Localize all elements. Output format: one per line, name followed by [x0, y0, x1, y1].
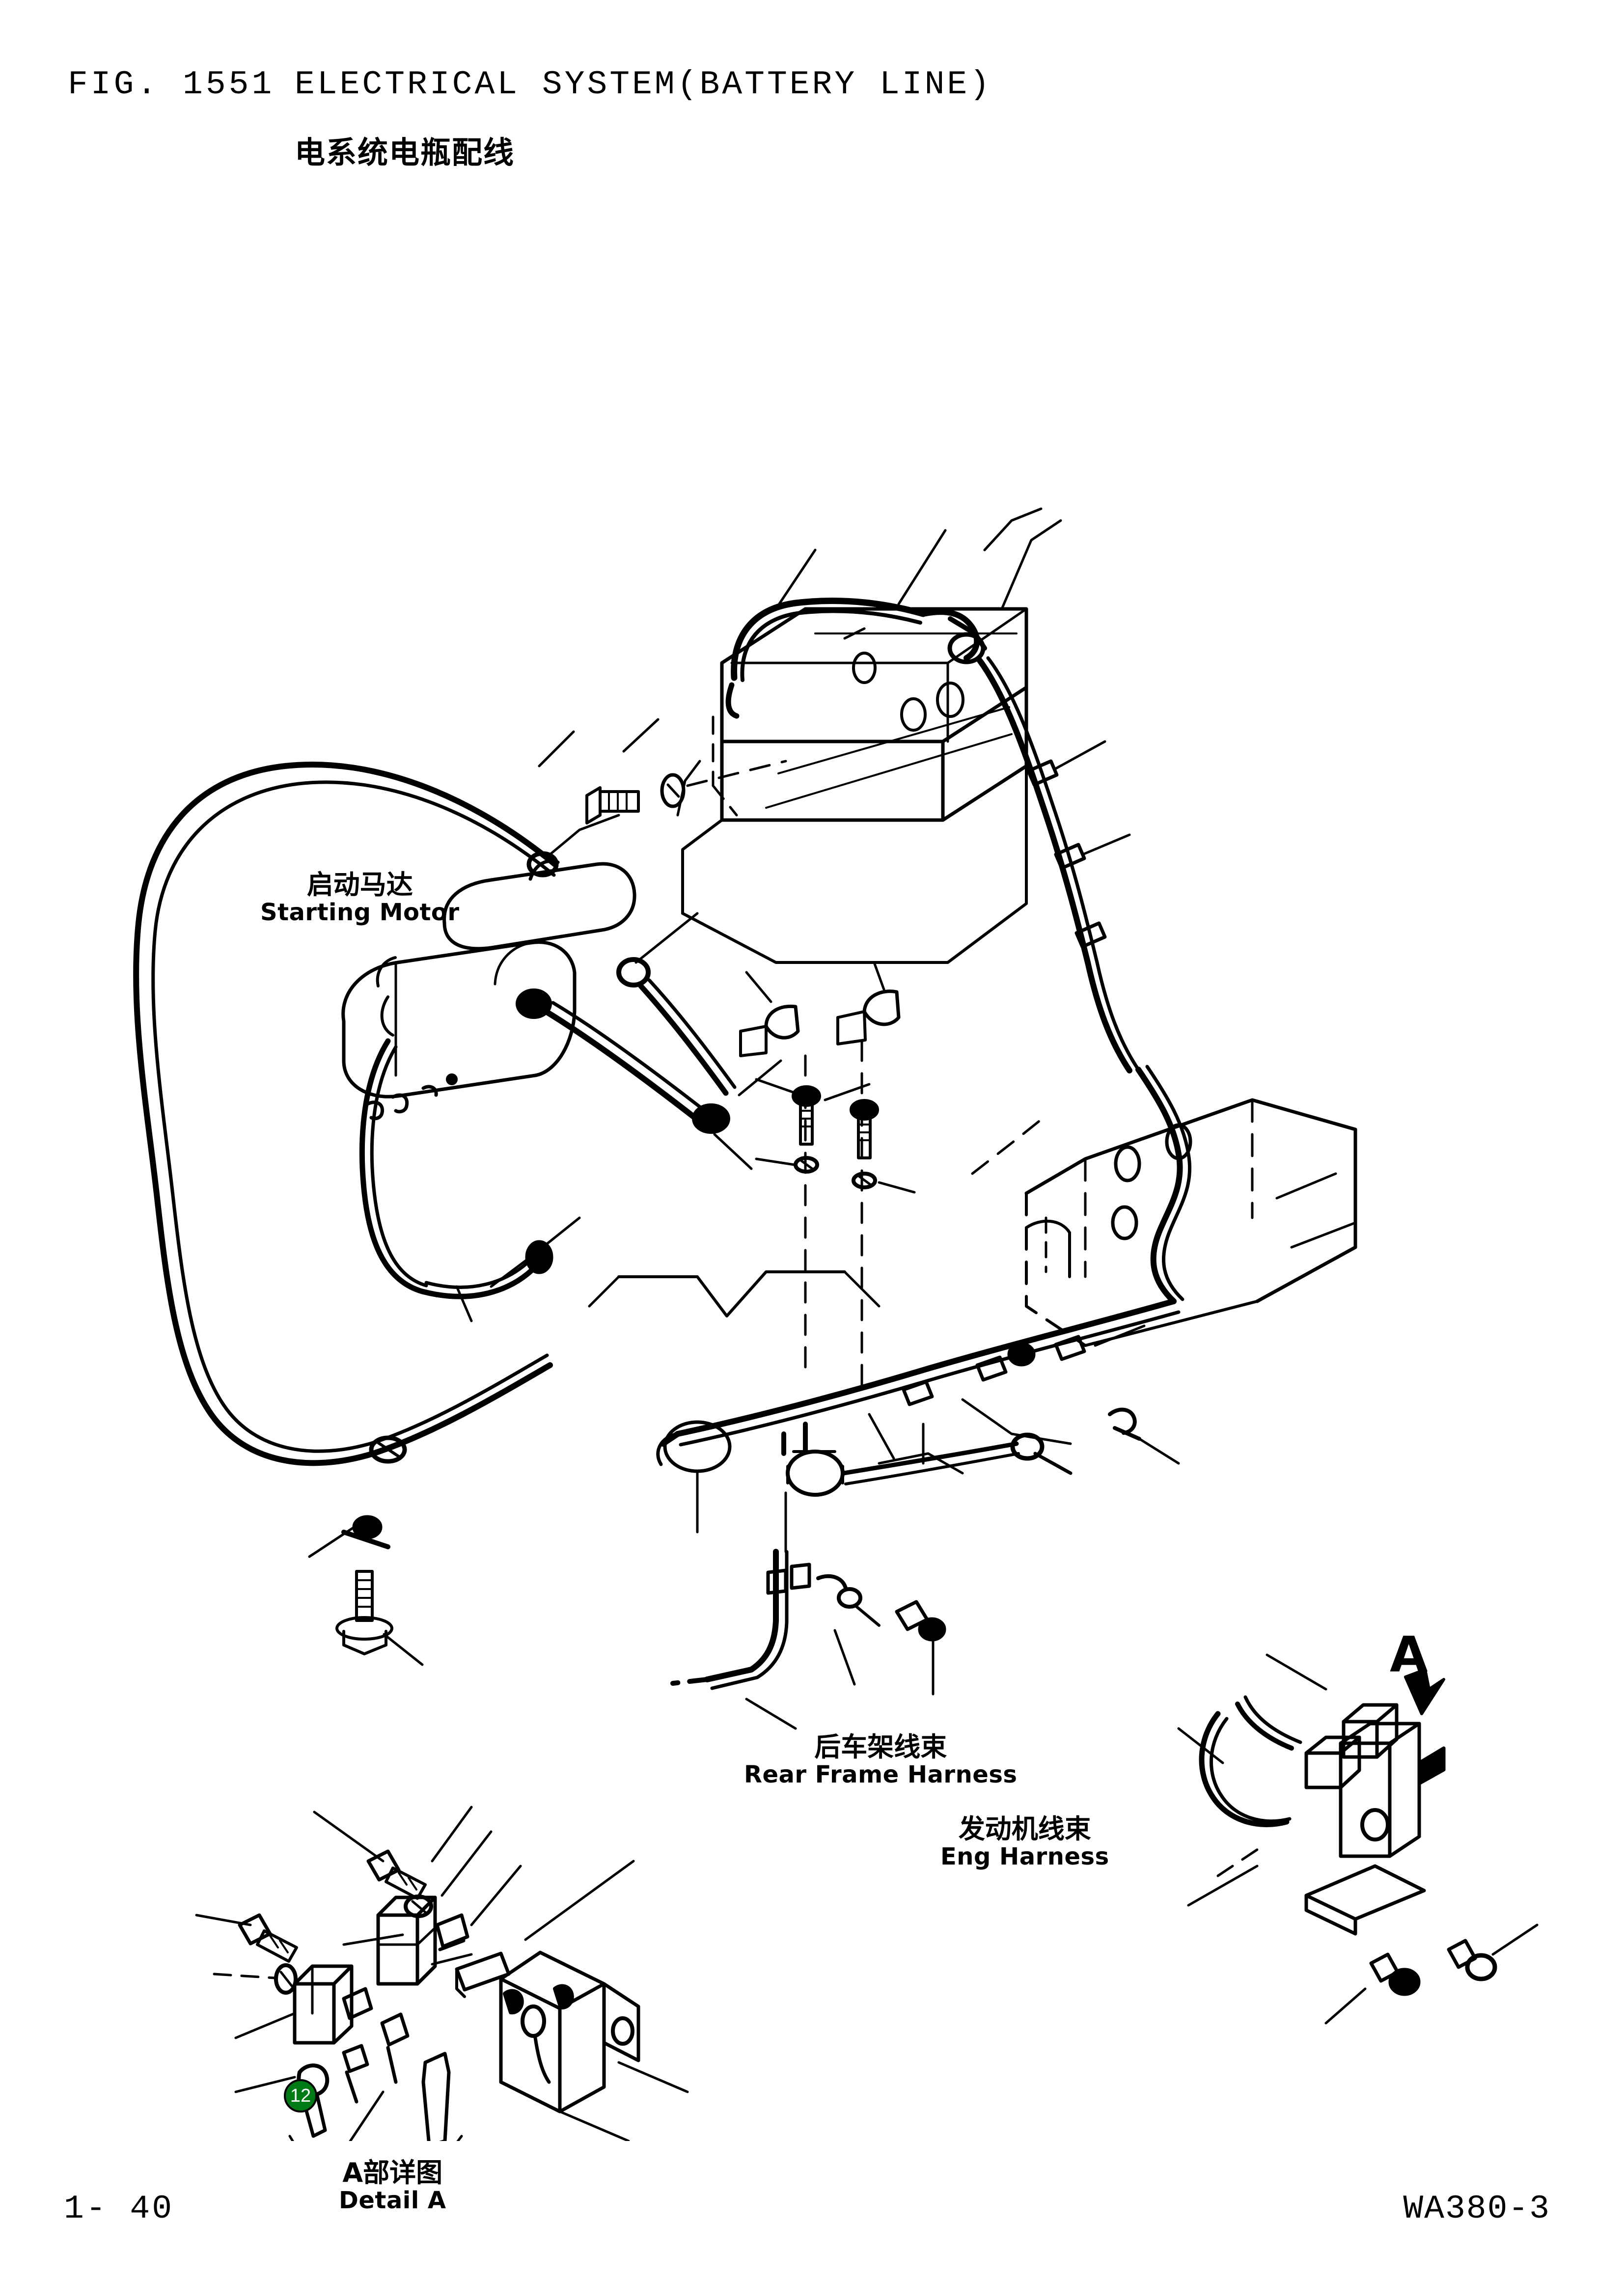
centre-screws [755, 1078, 916, 1194]
frame-plate-centre [588, 1040, 881, 1391]
centre-connector [656, 1420, 1073, 1553]
main-battery-cable-loop [133, 762, 581, 1466]
machine-model: WA380-3 [1403, 2190, 1550, 2228]
label-starting-motor-en: Starting Motor [260, 899, 460, 927]
grommet-pair [739, 961, 901, 1057]
battery-bolt-washer [538, 718, 787, 824]
lower-left-bolt-clamp [308, 1515, 424, 1666]
section-a-connector-unit [1177, 1653, 1539, 2025]
diagram-svg [133, 507, 1539, 2141]
rear-frame-harness-branch [670, 1549, 946, 1730]
label-eng-harness-cn: 发动机线束 [958, 1813, 1091, 1844]
label-rear-frame-harness: 后车架线束 Rear Frame Harness [744, 1732, 1017, 1788]
label-starting-motor: 启动马达 Starting Motor [260, 870, 460, 926]
starting-motor [341, 814, 782, 1170]
battery-cable-right [977, 656, 1140, 1073]
label-rear-frame-harness-cn: 后车架线束 [814, 1731, 947, 1762]
label-eng-harness-en: Eng Harness [940, 1843, 1109, 1871]
label-eng-harness: 发动机线束 Eng Harness [940, 1814, 1109, 1870]
harness-on-rail [660, 1065, 1192, 1465]
page-title-english: ELECTRICAL SYSTEM(BATTERY LINE) [295, 66, 992, 104]
figure-number: FIG. 1551 [68, 66, 275, 104]
label-starting-motor-cn: 启动马达 [306, 869, 413, 900]
page-number: 1- 40 [64, 2190, 174, 2228]
rear-frame-rail [971, 1098, 1357, 1347]
section-arrow-a [1404, 1668, 1445, 1715]
label-detail-a-en: Detail A [339, 2187, 446, 2215]
label-detail-a-cn: A部详图 [342, 2157, 443, 2188]
label-detail-a: A部详图 Detail A [339, 2158, 446, 2214]
technical-drawing: 启动马达 Starting Motor 后车架线束 Rear Frame Har… [0, 177, 1624, 2214]
section-marker-a: A [1390, 1626, 1428, 1683]
battery-assembly [676, 507, 1062, 964]
page-header: FIG. 1551 ELECTRICAL SYSTEM(BATTERY LINE… [0, 0, 1624, 177]
detail-a-assembly [195, 1806, 689, 2141]
part-callout-12[interactable]: 12 [284, 2079, 317, 2113]
page-title-chinese: 电系统电瓶配线 [295, 135, 515, 170]
label-rear-frame-harness-en: Rear Frame Harness [744, 1761, 1018, 1789]
